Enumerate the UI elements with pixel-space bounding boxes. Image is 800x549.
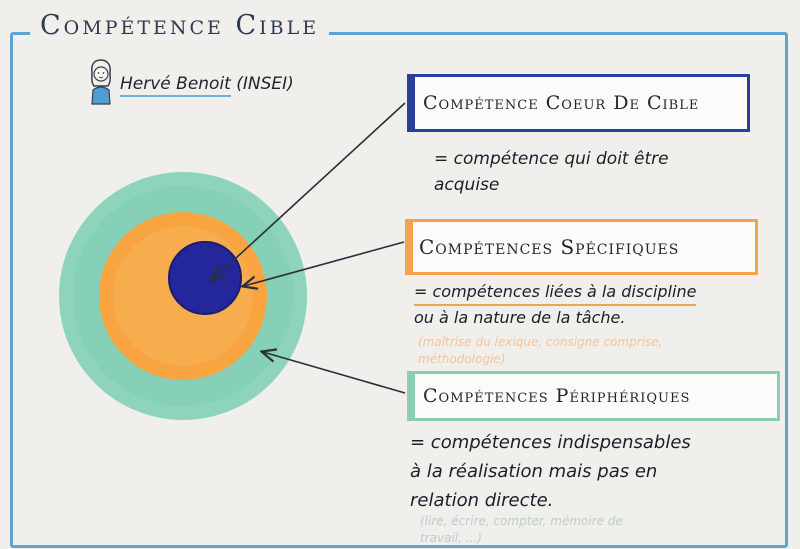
peripheral-examples-line: (lire, écrire, compter, mémoire de <box>420 514 623 528</box>
core-connector <box>212 102 406 280</box>
specific-examples-line: (maîtrise du lexique, consigne comprise, <box>418 335 663 349</box>
target-diagram <box>59 172 307 420</box>
peripheral-examples-line: travail, ...) <box>420 531 482 545</box>
specific-examples-line: méthodologie) <box>418 352 506 366</box>
peripheral-competences-box: Compétences Périphériques <box>407 371 780 421</box>
core-description-line: acquise <box>434 175 500 195</box>
peripheral-description: = compétences indispensables à la réalis… <box>410 428 691 515</box>
author-credit: Hervé Benoit (INSEI) <box>120 74 294 97</box>
specific-competences-box: Compétences Spécifiques <box>405 219 758 275</box>
person-icon <box>91 59 111 105</box>
page-frame <box>10 32 788 548</box>
specific-description: = compétences liées à la discipline ou à… <box>414 280 697 330</box>
core-description-line: = compétence qui doit être <box>434 149 669 169</box>
author-affiliation: (INSEI) <box>236 74 294 94</box>
peripheral-description-line: à la réalisation mais pas en <box>410 461 658 482</box>
core-competence-box: Compétence Coeur De Cible <box>407 74 750 132</box>
specific-description-line: = compétences liées à la discipline <box>414 280 697 306</box>
peripheral-description-line: relation directe. <box>410 490 554 511</box>
core-description: = compétence qui doit être acquise <box>434 146 669 198</box>
specific-connector <box>244 241 405 286</box>
page-title: Compétence Cible <box>30 10 330 41</box>
specific-description-line: ou à la nature de la tâche. <box>414 308 626 327</box>
peripheral-description-line: = compétences indispensables <box>410 432 691 453</box>
specific-examples: (maîtrise du lexique, consigne comprise,… <box>418 334 662 368</box>
peripheral-connector <box>263 352 406 394</box>
peripheral-examples: (lire, écrire, compter, mémoire de trava… <box>420 513 623 547</box>
author-name: Hervé Benoit <box>120 74 231 97</box>
